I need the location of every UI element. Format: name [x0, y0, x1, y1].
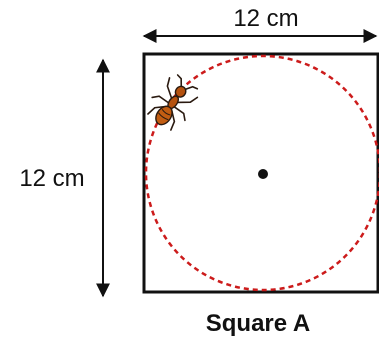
top-dimension-label: 12 cm [233, 5, 298, 32]
square-caption: Square A [206, 310, 310, 337]
center-dot [258, 169, 268, 179]
inscribed-circle [144, 54, 379, 292]
ant-icon [147, 74, 199, 131]
side-dimension-label: 12 cm [19, 165, 84, 192]
square-a [142, 52, 379, 294]
